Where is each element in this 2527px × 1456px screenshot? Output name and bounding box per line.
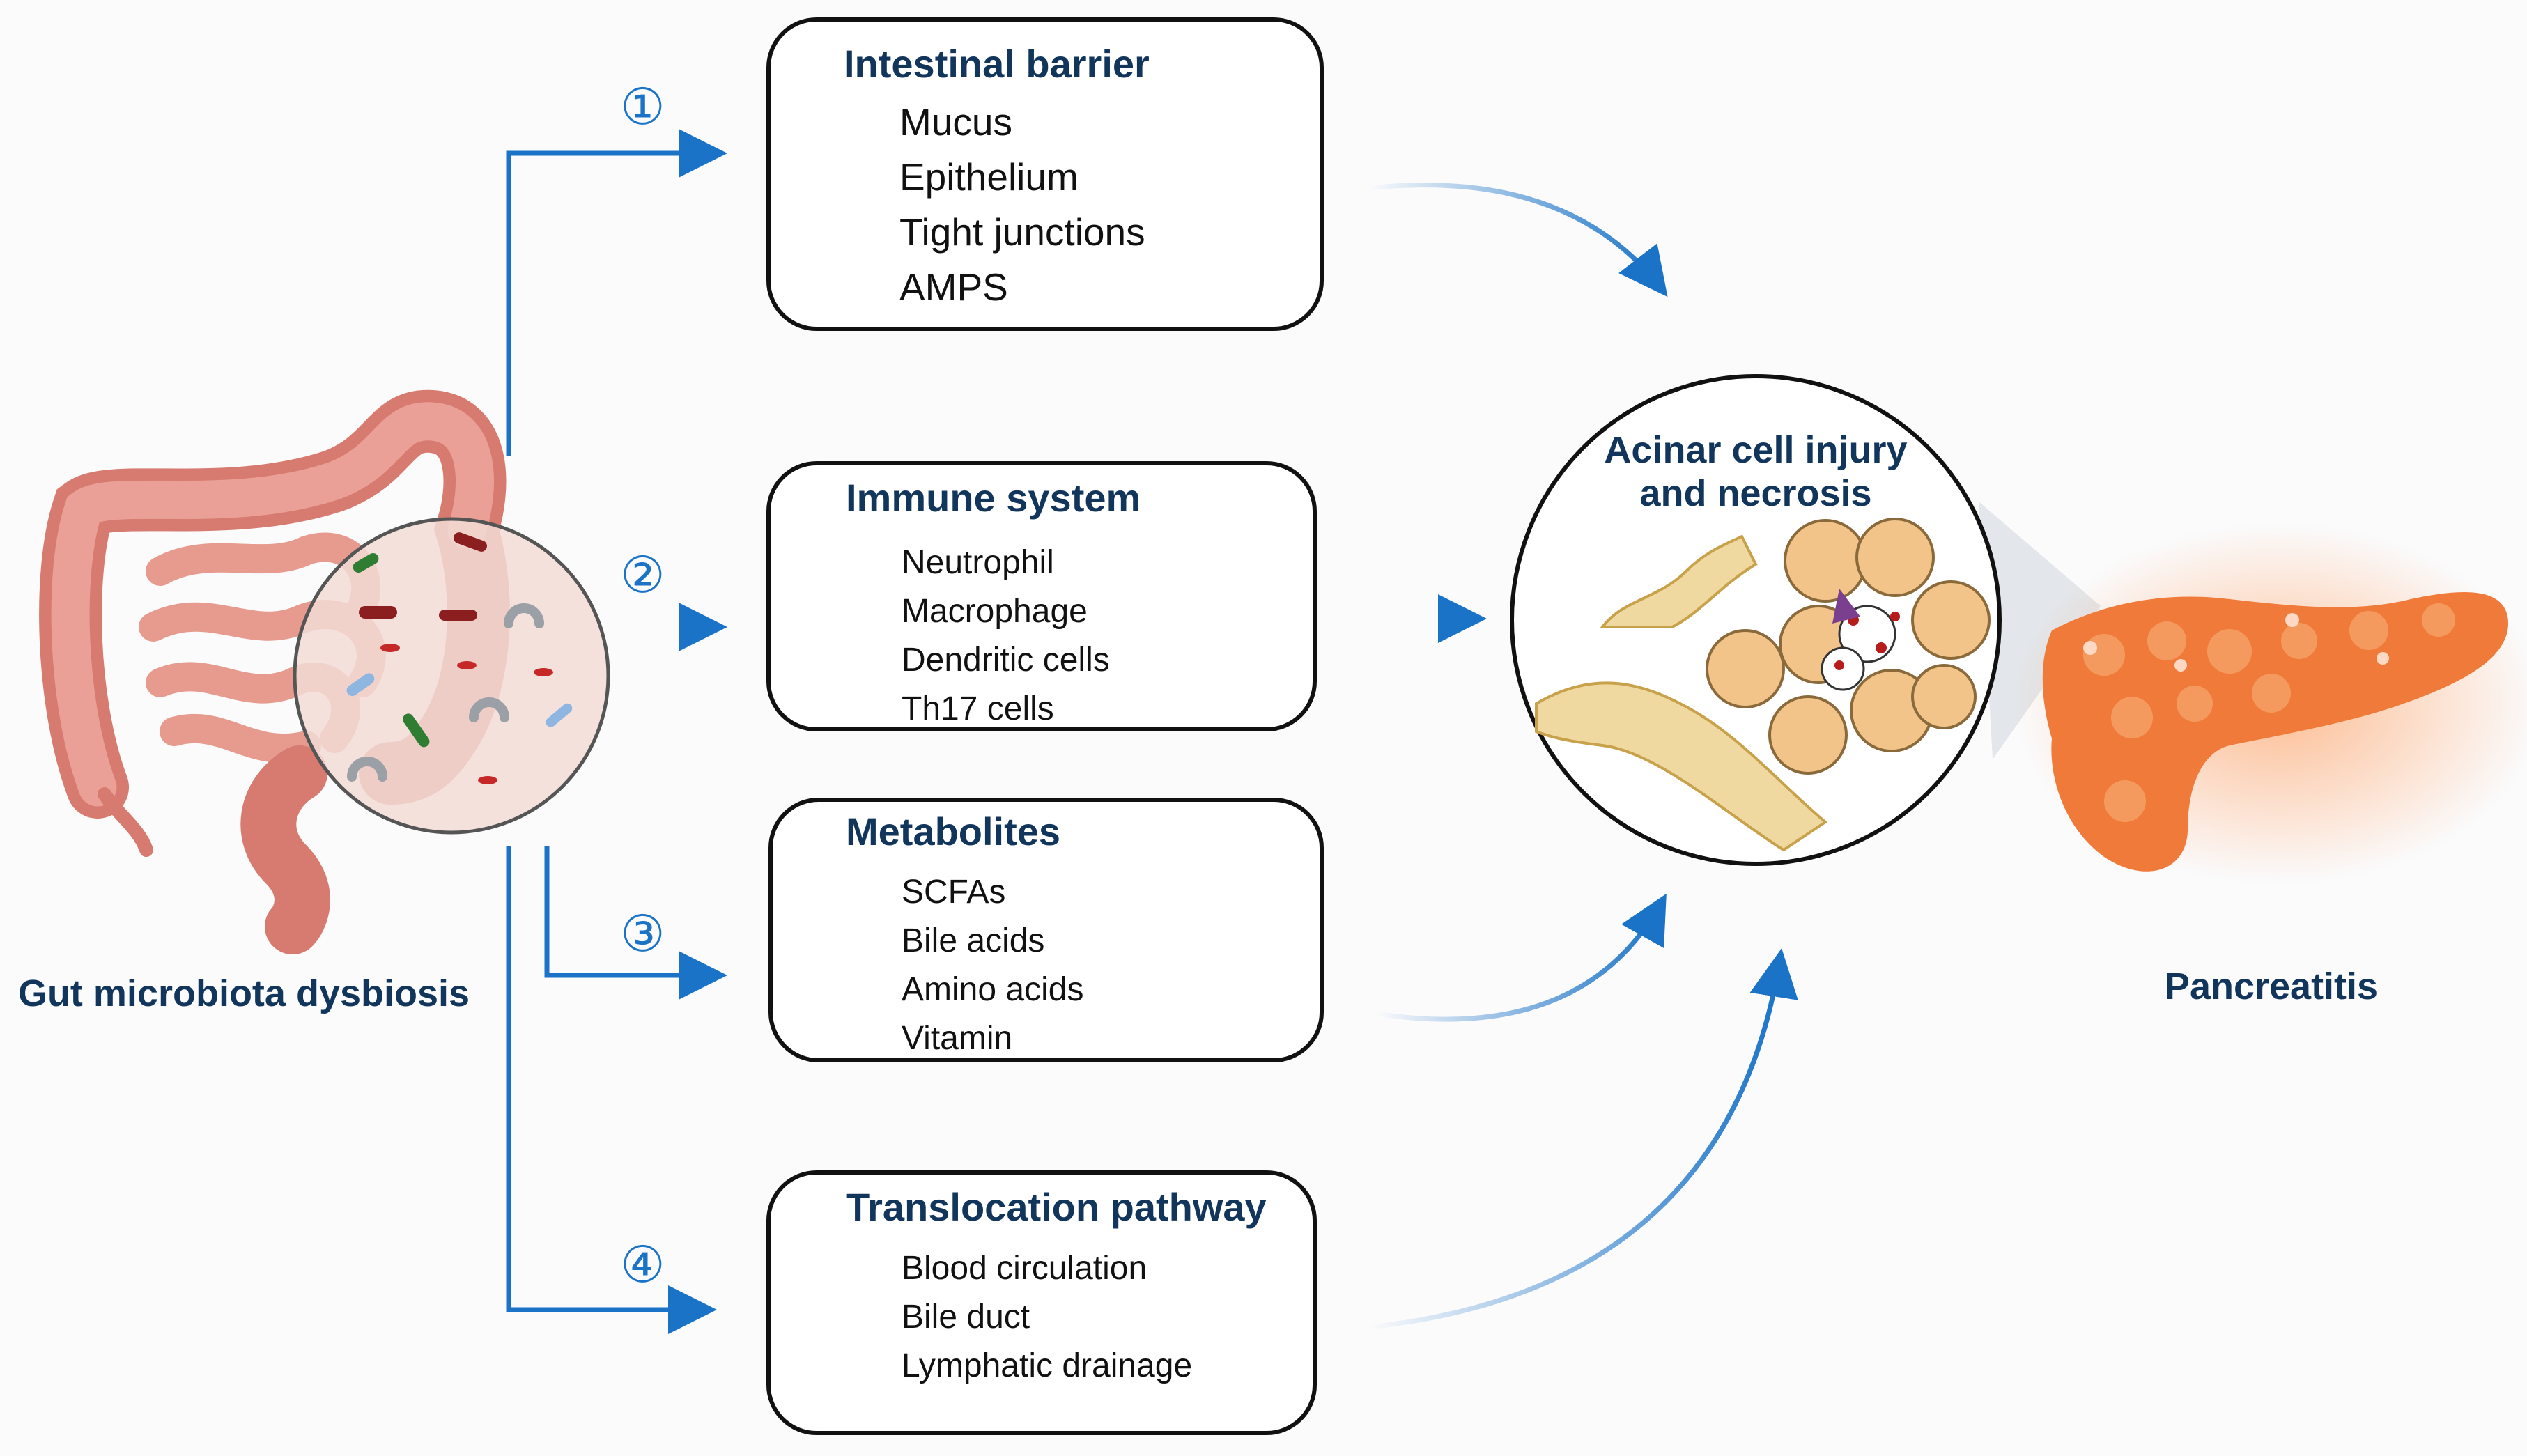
pathway-box-translocation: Translocation pathway Blood circulation … (766, 1170, 1317, 1435)
pathway-box-intestinal-barrier: Intestinal barrier Mucus Epithelium Tigh… (766, 17, 1324, 331)
acinar-title-line-1: Acinar cell injury (1604, 429, 1908, 471)
list-item: Lymphatic drainage (902, 1347, 1193, 1384)
arrow-translocation-to-acinar (1368, 948, 1798, 1330)
pancreatitis-label: Pancreatitis (2164, 966, 2379, 1007)
list-item: Neutrophil (902, 544, 1054, 581)
list-item: Blood circulation (902, 1250, 1147, 1287)
list-item: SCFAs (902, 874, 1006, 911)
arrow-barrier-to-acinar (1368, 183, 1668, 297)
list-item: Bile acids (902, 922, 1045, 959)
list-item: Bile duct (902, 1299, 1030, 1335)
arrow-metabolites-to-acinar (1375, 893, 1667, 1022)
pathway-title: Intestinal barrier (844, 42, 1150, 86)
pathway-item-list: SCFAs Bile acids Amino acids Vitamin (902, 868, 1083, 1063)
pathway-item-list: Blood circulation Bile duct Lymphatic dr… (902, 1244, 1192, 1391)
gut-dysbiosis-label: Gut microbiota dysbiosis (17, 973, 470, 1014)
pathway-box-immune-system: Immune system Neutrophil Macrophage Dend… (766, 461, 1317, 731)
pathway-item-list: Neutrophil Macrophage Dendritic cells Th… (902, 539, 1110, 734)
pathway-number-4: ④ (620, 1237, 665, 1293)
list-item: Mucus (899, 100, 1012, 144)
list-item: Th17 cells (902, 690, 1054, 727)
list-item: Macrophage (902, 593, 1088, 630)
list-item: Tight junctions (899, 210, 1145, 254)
pathway-title: Immune system (846, 476, 1141, 520)
pathway-title: Translocation pathway (846, 1185, 1267, 1229)
list-item: AMPS (899, 265, 1008, 309)
pathway-item-list: Mucus Epithelium Tight junctions AMPS (899, 95, 1145, 315)
inflamed-pancreas-icon (2014, 522, 2527, 885)
acinar-tissue-icon (1510, 374, 2002, 866)
connector-1 (506, 129, 727, 456)
pathway-title: Metabolites (846, 810, 1061, 853)
connector-3 (544, 846, 727, 1000)
pathway-box-metabolites: Metabolites SCFAs Bile acids Amino acids… (768, 798, 1324, 1062)
pathway-number-3: ③ (620, 906, 665, 962)
bacteria-magnifier-icon (293, 517, 610, 835)
connector-4 (506, 846, 717, 1334)
list-item: Vitamin (902, 1020, 1013, 1057)
pathway-number-1: ① (620, 79, 665, 135)
acinar-title: Acinar cell injury and necrosis (1533, 428, 1979, 515)
list-item: Amino acids (902, 971, 1084, 1008)
pathway-number-2: ② (620, 548, 665, 603)
acinar-title-line-2: and necrosis (1639, 472, 1872, 514)
list-item: Epithelium (899, 155, 1079, 199)
list-item: Dendritic cells (902, 642, 1110, 679)
